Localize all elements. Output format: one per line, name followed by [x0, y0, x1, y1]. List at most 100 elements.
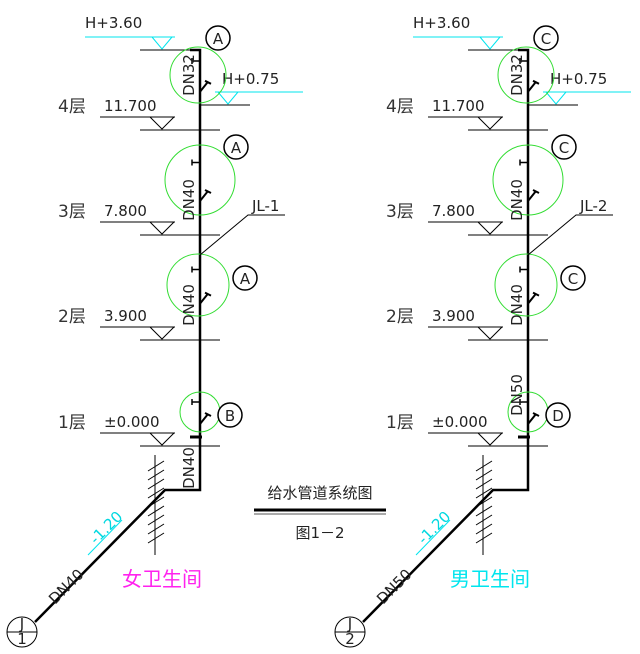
- drawing-title: 给水管道系统图 图1－2: [254, 484, 386, 542]
- detail-tag-circle: [205, 25, 231, 51]
- elev-marker-icon: [477, 221, 503, 235]
- detail-tag-circle: [232, 265, 258, 291]
- floor-elevation: ±0.000: [432, 413, 488, 431]
- detail-zone-circle: [494, 253, 558, 317]
- elev-marker-icon: [545, 91, 567, 105]
- room-name: 男卫生间: [450, 567, 530, 591]
- floor-elevation: 11.700: [432, 97, 485, 115]
- detail-zone-circle: [492, 144, 564, 216]
- hatch-line: [147, 460, 165, 472]
- hatch-line: [147, 469, 165, 481]
- floor-label: 1层: [386, 413, 414, 433]
- faucet-icon: [527, 291, 540, 305]
- floor-label: 4层: [386, 97, 414, 117]
- detail-zone-circle: [169, 46, 227, 104]
- hatch-line: [147, 523, 165, 535]
- tap-icon: [191, 58, 200, 64]
- detail-zone-circle: [164, 144, 236, 216]
- underground-elev-line: [87, 519, 123, 556]
- pipe-size-label: DN50: [508, 374, 526, 416]
- riser-pipe: [362, 48, 530, 623]
- tap-icon: [519, 399, 528, 405]
- elev-marker-icon: [149, 116, 175, 130]
- faucet-icon: [527, 79, 540, 93]
- detail-tag-letter: C: [559, 139, 569, 157]
- inlet-tag-bottom: 2: [345, 630, 355, 648]
- detail-zone-circle: [497, 46, 555, 104]
- hatch-line: [475, 478, 493, 490]
- detail-tag-circle: [223, 134, 249, 160]
- detail-tag-letter: A: [231, 139, 242, 157]
- tap-icon: [191, 399, 200, 405]
- elev-marker-icon: [151, 36, 173, 50]
- hatch-line: [475, 460, 493, 472]
- hatch-line: [475, 487, 493, 499]
- detail-tag-circle: [217, 402, 243, 428]
- floor-elevation: ±0.000: [104, 413, 160, 431]
- pipe-size-label: DN40: [180, 179, 198, 221]
- hatch-line: [147, 496, 165, 508]
- hatch-line: [147, 505, 165, 517]
- tap-icon: [519, 58, 528, 64]
- hatch-line: [475, 469, 493, 481]
- inlet-pipe-size: DN40: [45, 566, 87, 608]
- detail-tag-circle: [533, 25, 559, 51]
- inlet-tag: J2: [334, 615, 366, 648]
- detail-tag-letter: A: [240, 270, 251, 288]
- hatch-line: [475, 532, 493, 544]
- tap-icon: [519, 266, 528, 273]
- pipe-size-label: DN40: [180, 447, 198, 489]
- detail-tag-circle: [551, 134, 577, 160]
- riser-leader-line: [199, 214, 285, 256]
- hatch-line: [475, 496, 493, 508]
- elev-marker-icon: [477, 432, 503, 446]
- wall-penetration: [475, 455, 493, 555]
- elev-marker-icon: [217, 91, 239, 105]
- detail-tag-circle: [545, 402, 571, 428]
- floor-label: 4层: [58, 97, 86, 117]
- floor-elevation: 11.700: [104, 97, 157, 115]
- hatch-line: [147, 478, 165, 490]
- pipe-size-label: DN40: [180, 284, 198, 326]
- pipe-size-label: DN32: [508, 54, 526, 96]
- pipe-size-label: DN32: [180, 54, 198, 96]
- floor-elevation: 7.800: [104, 202, 147, 220]
- inlet-pipe-size: DN50: [373, 566, 415, 608]
- detail-tag-letter: C: [568, 270, 578, 288]
- title-main: 给水管道系统图: [267, 484, 372, 502]
- inlet-tag-bottom: 1: [17, 630, 27, 648]
- underground-elevation: -1.20: [86, 508, 126, 548]
- top-elevation: H+3.60: [85, 14, 142, 32]
- detail-tag-letter: A: [213, 30, 224, 48]
- hatch-line: [147, 487, 165, 499]
- faucet-icon: [527, 189, 540, 202]
- branch-elevation: H+0.75: [550, 70, 607, 88]
- elev-marker-icon: [477, 116, 503, 130]
- inlet-tag: J1: [6, 615, 38, 648]
- hatch-line: [475, 505, 493, 517]
- elev-marker-icon: [479, 36, 501, 50]
- pipe-size-label: DN40: [508, 179, 526, 221]
- wall-penetration: [147, 455, 165, 555]
- hatch-line: [475, 523, 493, 535]
- elev-marker-icon: [477, 326, 503, 340]
- riser-leader-line: [527, 214, 613, 256]
- riser-pipe: [34, 48, 202, 623]
- riser-label: JL-1: [251, 197, 279, 215]
- detail-tag-letter: C: [541, 30, 551, 48]
- floor-label: 2层: [386, 307, 414, 327]
- hatch-line: [475, 514, 493, 526]
- hatch-line: [147, 532, 165, 544]
- floor-elevation: 3.900: [432, 307, 475, 325]
- riser-label: JL-2: [579, 197, 607, 215]
- tap-icon: [191, 159, 200, 166]
- tap-icon: [519, 159, 528, 166]
- faucet-icon: [527, 412, 540, 425]
- hatch-line: [147, 514, 165, 526]
